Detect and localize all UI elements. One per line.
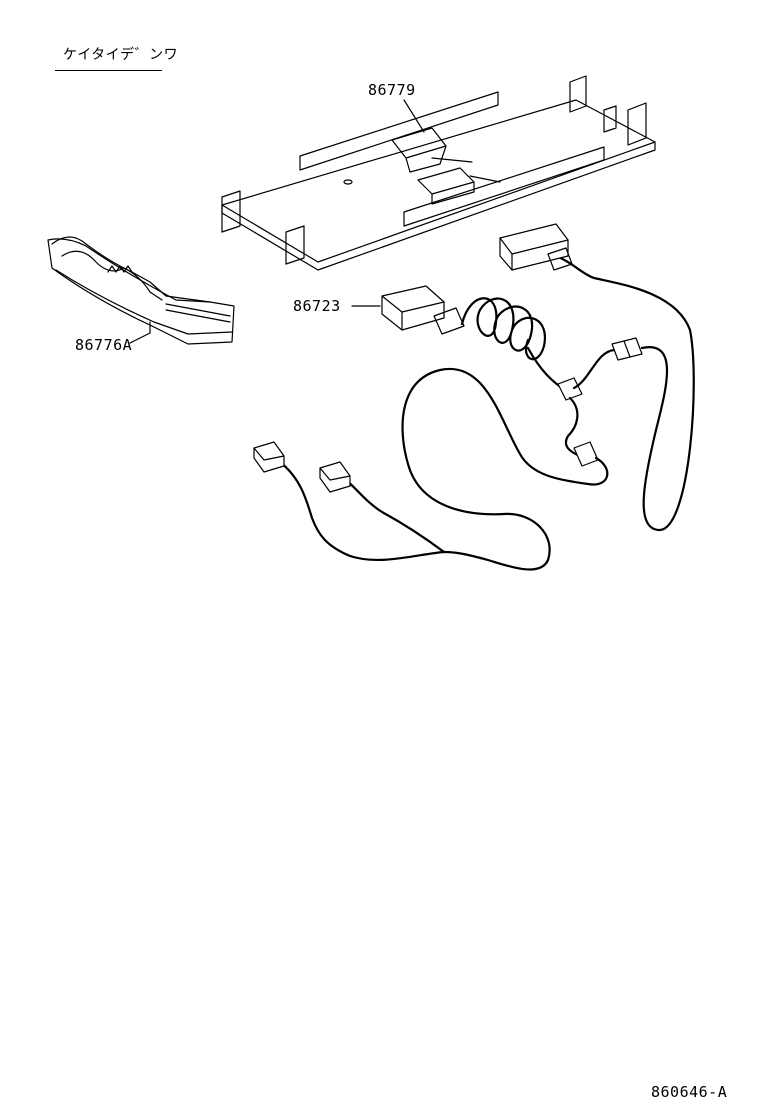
- bracket-tab-right: [627, 102, 647, 146]
- small-connector-1: [253, 441, 285, 473]
- rear-connector-boot: [547, 247, 573, 271]
- latch-lower: [417, 167, 475, 195]
- bracket-tab-left: [221, 190, 241, 233]
- inline-connector-split: [623, 340, 631, 358]
- main-connector-boot: [433, 307, 465, 335]
- cable-junction: [557, 377, 583, 401]
- branch-to-small-connectors: [278, 460, 446, 562]
- mounting-bracket: [221, 75, 656, 271]
- cover-ridge-1: [165, 303, 231, 317]
- cover-teeth: [107, 265, 133, 273]
- cover-inner-curve: [61, 250, 163, 301]
- bracket-tab-front: [285, 225, 305, 265]
- latch-lower-side: [431, 181, 475, 205]
- bracket-tab-right-small: [603, 105, 617, 133]
- reference-code: 860646-A: [651, 1083, 728, 1101]
- branch-upper: [572, 348, 616, 390]
- small-connector-1-face: [253, 447, 285, 461]
- branch-second-plug: [342, 476, 446, 554]
- ferrite-core: [573, 441, 599, 467]
- branch-lower: [564, 396, 582, 458]
- part-number-cover: 86776A: [75, 336, 133, 354]
- main-connector: [381, 285, 445, 331]
- leader-line-cover: [129, 321, 151, 344]
- mount-hole: [343, 179, 353, 185]
- cover-front-face: [55, 269, 233, 335]
- long-loop-cable: [401, 367, 609, 571]
- small-connector-2: [319, 461, 351, 493]
- part-number-bracket: 86779: [368, 81, 416, 99]
- bracket-tab-right-rear: [569, 75, 587, 113]
- bracket-rib: [469, 175, 501, 183]
- title-underline: [55, 70, 162, 71]
- bracket-front-wall: [403, 146, 605, 227]
- branch-upper-loop: [554, 254, 695, 532]
- latch-upper: [391, 127, 447, 159]
- coiled-cord: [460, 297, 547, 361]
- bracket-plate-thickness: [221, 141, 656, 271]
- leader-line-bracket: [403, 99, 425, 133]
- small-connector-2-face: [319, 467, 351, 481]
- latch-spring: [431, 157, 473, 163]
- latch-arm: [405, 145, 447, 173]
- rear-connector: [499, 223, 569, 271]
- part-number-cable: 86723: [293, 297, 341, 315]
- bracket-back-wall: [299, 91, 499, 171]
- cover-outline: [47, 238, 235, 345]
- section-title: ケイタイデ゛ンワ: [63, 47, 179, 63]
- cover-trim: [47, 236, 235, 345]
- cable-assembly: [253, 223, 695, 571]
- cover-ridge-2: [165, 309, 231, 323]
